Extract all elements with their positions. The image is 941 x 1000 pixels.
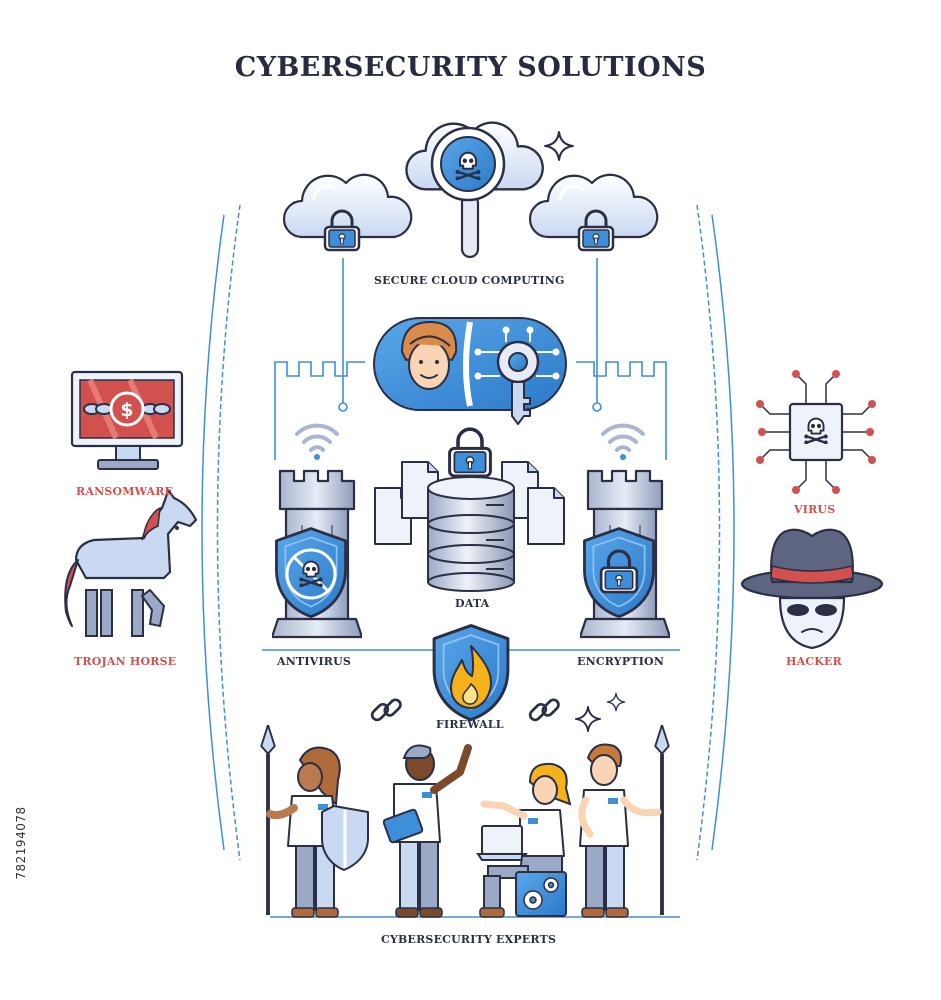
hat-icon	[740, 528, 884, 600]
stock-id-text: 782194078	[14, 806, 28, 880]
experts-label: CYBERSECURITY EXPERTS	[381, 933, 557, 946]
page-title: CYBERSECURITY SOLUTIONS	[234, 52, 707, 83]
magnifier-icon	[430, 126, 506, 259]
laptop-icon	[476, 825, 528, 861]
right-dashed-bracket	[696, 204, 721, 861]
secure-cloud-label: SECURE CLOUD COMPUTING	[374, 274, 565, 287]
right-bracket	[711, 214, 735, 851]
hacker-label: HACKER	[786, 655, 842, 668]
svg-text:$: $	[120, 399, 133, 421]
trojan-horse-label: TROJAN HORSE	[74, 655, 177, 668]
key-icon	[474, 326, 560, 380]
ransomware-monitor: $	[70, 370, 184, 470]
sparkle-icon	[606, 692, 626, 712]
spear-icon	[260, 725, 276, 917]
cloud-icon	[528, 173, 659, 252]
experts-group	[260, 725, 670, 918]
left-bracket	[201, 214, 225, 851]
cloud-icon	[282, 173, 413, 252]
padlock-icon	[447, 427, 493, 478]
data-stack	[374, 427, 565, 592]
horse-icon	[64, 488, 198, 637]
wifi-icon	[295, 423, 339, 460]
data-label: DATA	[455, 597, 490, 610]
virus-label: VIRUS	[794, 503, 836, 516]
stock-id: 782194078	[12, 770, 28, 920]
spear-icon	[654, 725, 670, 917]
chain-link-icon	[526, 696, 562, 724]
sparkle-icon	[574, 705, 602, 733]
expert-person	[476, 762, 572, 918]
database-icon	[427, 476, 515, 592]
encryption-label: ENCRYPTION	[577, 655, 665, 668]
wifi-icon	[601, 423, 645, 460]
left-dashed-bracket	[216, 204, 241, 861]
ransomware-label: RANSOMWARE	[76, 485, 174, 498]
sparkle-icon	[544, 131, 574, 161]
face-icon	[401, 321, 458, 390]
face-key-badge	[373, 317, 567, 425]
hacker-face	[778, 596, 846, 650]
antivirus-tower	[272, 469, 362, 639]
firewall-shield	[432, 624, 510, 722]
gear-icon	[523, 877, 559, 910]
chip-icon	[756, 370, 876, 494]
document-icon	[527, 487, 565, 545]
flame-icon	[450, 645, 492, 709]
antivirus-label: ANTIVIRUS	[277, 655, 352, 668]
expert-person	[382, 744, 472, 918]
encryption-tower	[580, 469, 670, 639]
expert-person	[578, 743, 662, 918]
firewall-label: FIREWALL	[436, 718, 504, 731]
chain-link-icon	[368, 696, 404, 724]
dollar-icon: $	[109, 391, 145, 427]
expert-person	[266, 746, 369, 918]
